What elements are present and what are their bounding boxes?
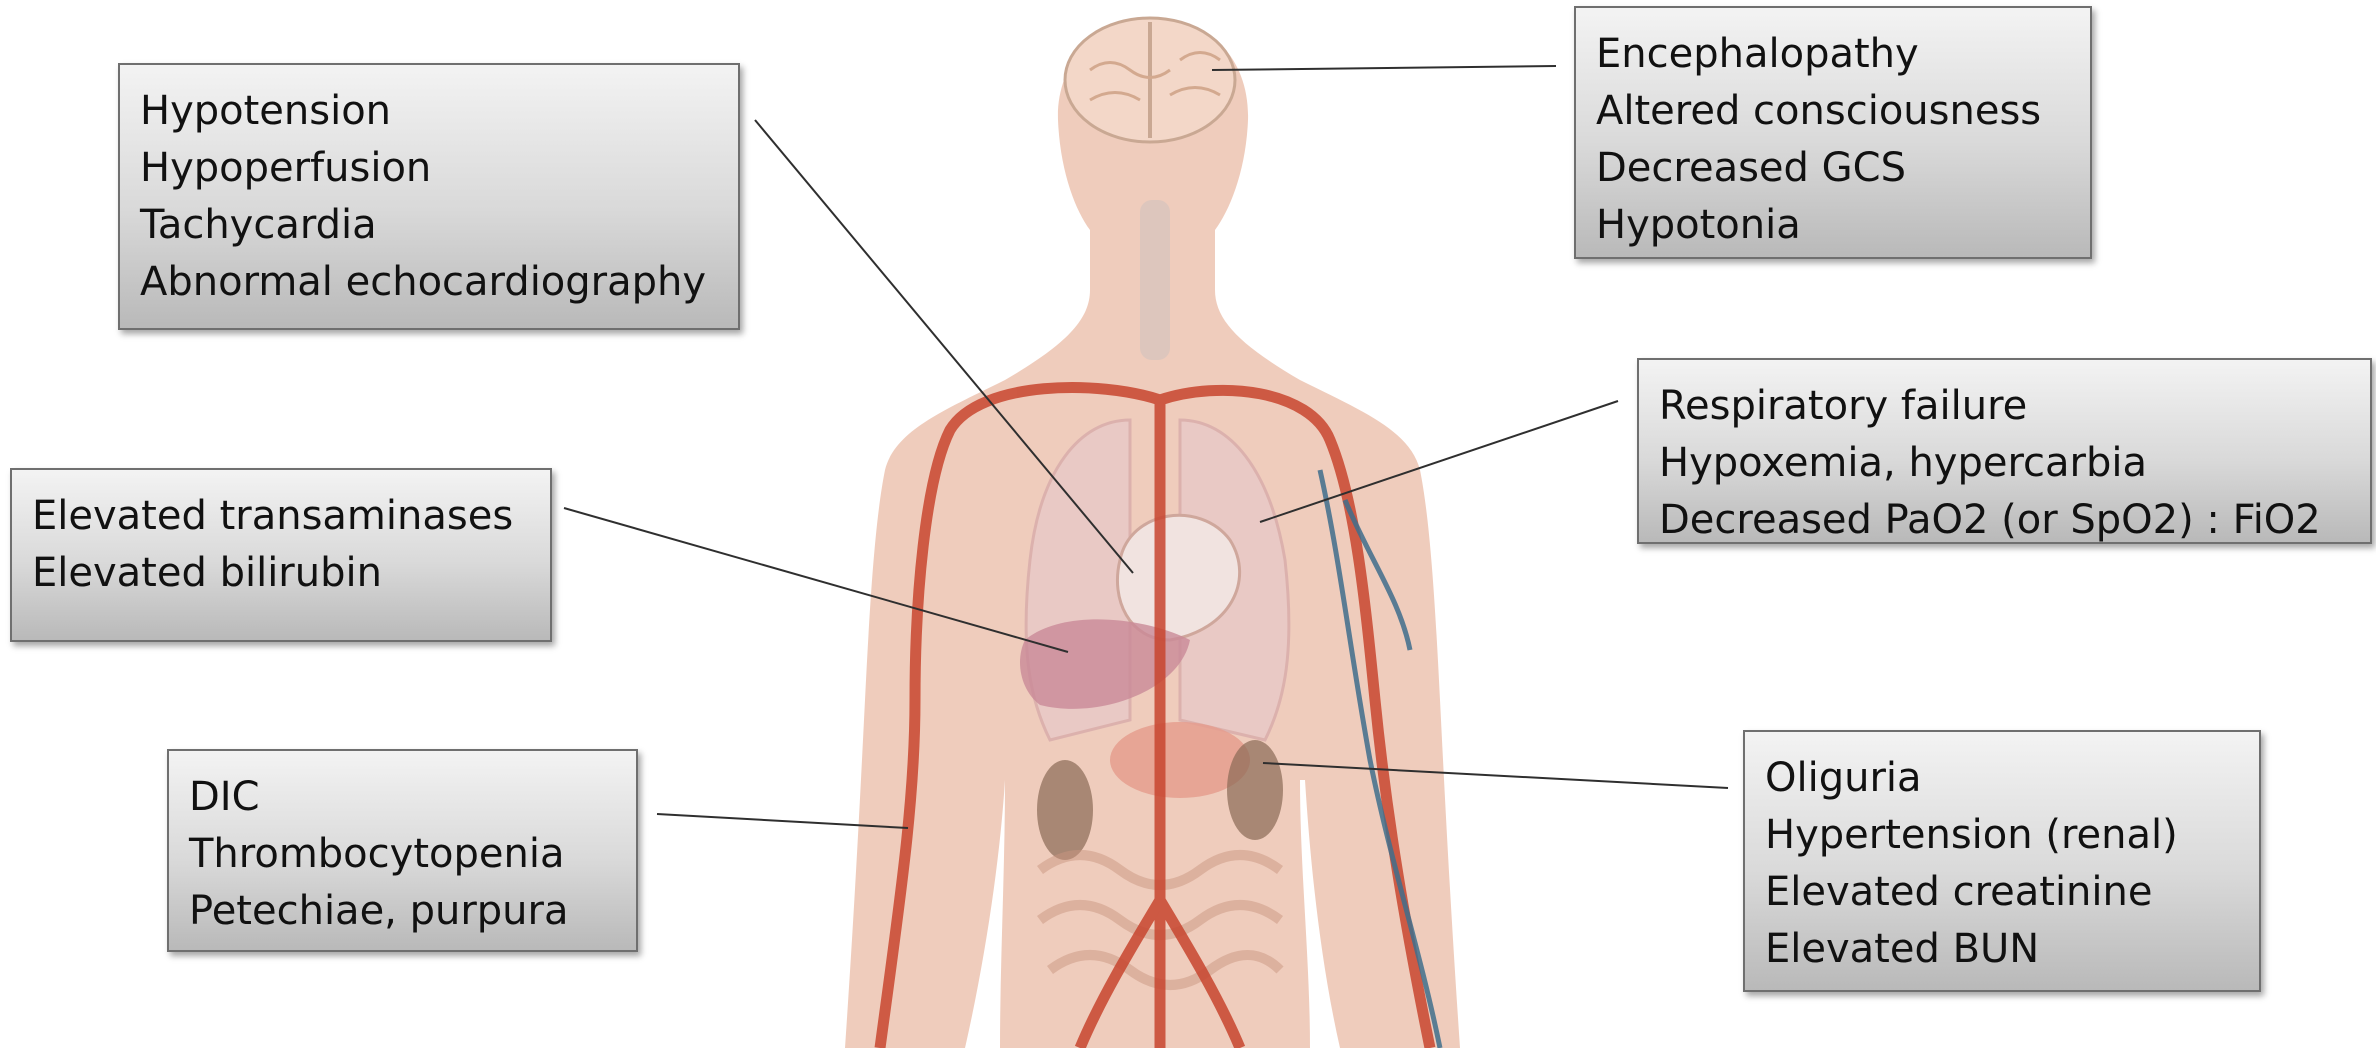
callout-line: Hypoxemia, hypercarbia	[1659, 435, 2350, 492]
callout-line: Elevated transaminases	[32, 488, 530, 545]
renal-callout: Oliguria Hypertension (renal) Elevated c…	[1743, 730, 2261, 992]
leader-line-neurologic	[1212, 66, 1556, 70]
callout-line: Encephalopathy	[1596, 26, 2070, 83]
callout-line: Oliguria	[1765, 750, 2239, 807]
kidney-icon	[1037, 760, 1093, 860]
callout-line: Elevated creatinine	[1765, 864, 2239, 921]
callout-line: Thrombocytopenia	[189, 826, 616, 883]
callout-line: Altered consciousness	[1596, 83, 2070, 140]
hematologic-callout: DIC Thrombocytopenia Petechiae, purpura	[167, 749, 638, 952]
cardiovascular-callout: Hypotension Hypoperfusion Tachycardia Ab…	[118, 63, 740, 330]
respiratory-callout: Respiratory failure Hypoxemia, hypercarb…	[1637, 358, 2372, 544]
trachea-icon	[1140, 200, 1170, 360]
callout-line: Hypotension	[140, 83, 718, 140]
callout-line: DIC	[189, 769, 616, 826]
callout-line: Respiratory failure	[1659, 378, 2350, 435]
callout-line: Hypotonia	[1596, 197, 2070, 254]
callout-line: Abnormal echocardiography	[140, 254, 718, 311]
neurologic-callout: Encephalopathy Altered consciousness Dec…	[1574, 6, 2092, 259]
callout-line: Decreased PaO2 (or SpO2) : FiO2	[1659, 492, 2350, 549]
callout-line: Petechiae, purpura	[189, 883, 616, 940]
callout-line: Tachycardia	[140, 197, 718, 254]
hepatic-callout: Elevated transaminases Elevated bilirubi…	[10, 468, 552, 642]
callout-line: Elevated bilirubin	[32, 545, 530, 602]
callout-line: Decreased GCS	[1596, 140, 2070, 197]
kidney-icon	[1227, 740, 1283, 840]
callout-line: Elevated BUN	[1765, 921, 2239, 978]
callout-line: Hypoperfusion	[140, 140, 718, 197]
callout-line: Hypertension (renal)	[1765, 807, 2239, 864]
brain-icon	[1065, 18, 1235, 142]
